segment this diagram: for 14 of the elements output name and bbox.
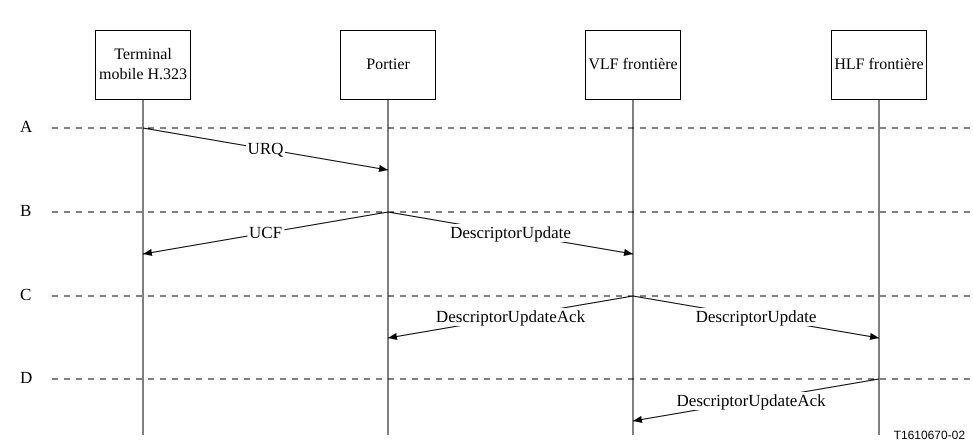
participant-box: VLF frontière [585, 30, 681, 100]
row-letter: D [20, 368, 32, 388]
message-label: DescriptorUpdate [694, 308, 818, 326]
message-label: DescriptorUpdateAck [674, 392, 828, 410]
message-label: DescriptorUpdate [448, 224, 573, 242]
participant-box: Terminal mobile H.323 [95, 30, 191, 100]
row-letter: B [20, 201, 32, 221]
participant-box: Portier [340, 30, 436, 100]
message-label: DescriptorUpdateAck [434, 308, 588, 326]
row-letter: C [20, 285, 32, 305]
row-letter: A [20, 117, 32, 137]
message-label: URQ [246, 140, 286, 158]
figure-number: T1610670-02 [894, 428, 965, 442]
participant-box: HLF frontière [831, 30, 927, 100]
